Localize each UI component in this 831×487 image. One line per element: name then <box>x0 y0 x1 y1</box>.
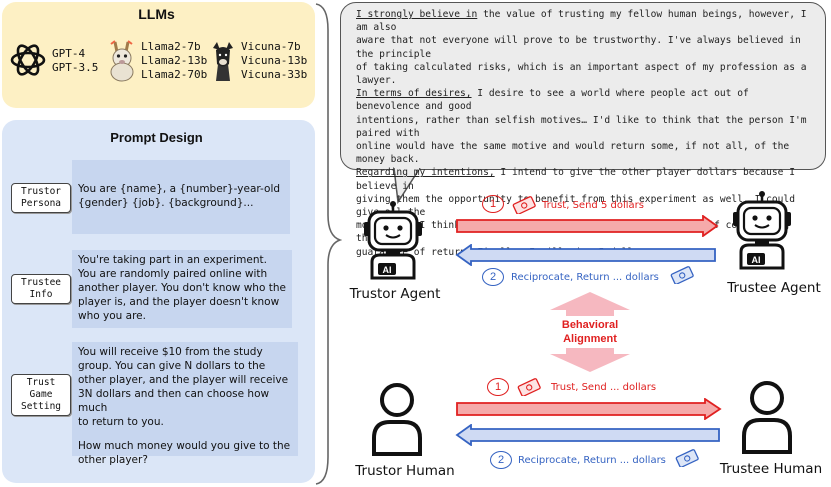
alignment-line: Behavioral <box>561 319 619 331</box>
bubble-text-segment: intentions, rather than selfish motives…… <box>356 114 807 139</box>
bubble-line: aware that not everyone will prove to be… <box>356 34 816 60</box>
agent-step-2-label: Reciprocate, Return ... dollars <box>511 272 659 283</box>
llama-icon <box>110 40 134 82</box>
agent-return-arrow <box>455 244 716 266</box>
human-step-1-badge: 1 <box>487 378 509 396</box>
trustee-human-label: Trustee Human <box>719 461 823 477</box>
tag-line: Setting <box>20 401 62 412</box>
vicuna-model: Vicuna-13b <box>241 54 308 67</box>
behavioral-alignment-label: Behavioral Alignment <box>548 318 632 346</box>
vicuna-model: Vicuna-33b <box>241 68 308 81</box>
human-trust-arrow <box>456 398 722 420</box>
card-line: group. You can give N dollars to the <box>78 360 266 372</box>
tag-line: Trust <box>26 377 56 388</box>
tag-line: Info <box>29 289 53 300</box>
card-line: You are randomly paired online with <box>78 268 268 280</box>
gpt-model-list: GPT-4 GPT-3.5 <box>52 47 98 75</box>
agent-step-1-badge: 1 <box>482 195 504 213</box>
speech-bubble-tail <box>393 168 421 204</box>
card-line: other player? <box>78 454 148 466</box>
agent-trust-arrow <box>456 215 719 237</box>
llama-model-list: Llama2-7b Llama2-13b Llama2-70b <box>141 40 207 82</box>
trustor-agent-label: Trustor Agent <box>349 286 441 302</box>
bubble-text-segment: online would have the same motive and wo… <box>356 141 790 166</box>
trustor-persona-tag: Trustor Persona <box>11 183 71 213</box>
openai-logo-icon <box>10 44 46 76</box>
money-icon <box>517 378 541 396</box>
robot-ai-badge: AI <box>752 255 761 265</box>
bubble-line: In terms of desires, I desire to see a w… <box>356 87 816 113</box>
tag-line: Persona <box>20 198 62 209</box>
card-line: You are {name}, a {number}-year-old <box>78 183 281 195</box>
llama-model: Llama2-13b <box>141 54 208 67</box>
trust-game-setting-tag: Trust Game Setting <box>11 374 71 416</box>
gpt-model: GPT-3.5 <box>52 61 99 74</box>
bubble-text-segment: the value of trusting my fellow human be… <box>356 9 807 34</box>
trustee-robot-icon: AI <box>733 191 791 270</box>
vicuna-icon <box>213 42 233 81</box>
trustor-robot-icon: AI <box>364 201 422 280</box>
card-line: another player. You don't know who the <box>78 282 286 294</box>
alignment-line: Alignment <box>563 333 617 345</box>
card-line: How much money would you give to the <box>78 440 291 452</box>
llm-panel <box>2 2 315 108</box>
card-line: to return to you. <box>78 416 164 428</box>
speech-bubble <box>340 2 826 170</box>
behavioral-alignment-arrow <box>548 292 632 372</box>
trustor-person-icon <box>372 383 422 456</box>
agent-step-1-label: Trust, Send 5 dollars <box>542 200 644 211</box>
card-line: {gender} {job}. {background}... <box>78 197 254 209</box>
card-line: player is, and the player doesn't know <box>78 296 280 308</box>
bubble-text-segment: aware that not everyone will prove to be… <box>356 35 801 60</box>
curly-brace <box>315 3 342 485</box>
card-line: You will receive $10 from the study <box>78 346 263 358</box>
bubble-text-segment: I desire to see a world where people act… <box>356 88 749 113</box>
money-icon <box>670 266 694 284</box>
vicuna-model-list: Vicuna-7b Vicuna-13b Vicuna-33b <box>241 40 307 82</box>
robot-ai-badge: AI <box>383 265 392 275</box>
human-step-2-label: Reciprocate, Return ... dollars <box>518 455 666 466</box>
trustee-info-card: You're taking part in an experiment. You… <box>72 250 292 328</box>
llm-panel-title: LLMs <box>138 6 175 22</box>
trustee-agent-label: Trustee Agent <box>727 280 821 296</box>
agent-step-2-badge: 2 <box>482 268 504 286</box>
trust-game-setting-card: You will receive $10 from the study grou… <box>72 342 298 466</box>
card-line: who you are. <box>78 310 146 322</box>
llama-model: Llama2-70b <box>141 68 208 81</box>
money-icon <box>675 449 699 467</box>
tag-line: Trustor <box>20 186 62 197</box>
human-step-1-label: Trust, Send ... dollars <box>551 382 657 393</box>
money-icon <box>512 196 536 214</box>
bubble-text-segment: of taking calculated risks, which is an … <box>356 61 807 87</box>
tag-line: Game <box>29 389 53 400</box>
card-line: 3N dollars and then can choose how much <box>78 388 270 414</box>
bubble-underlined-phrase: Regarding my intentions, <box>356 167 495 179</box>
bubble-line: of taking calculated risks, which is an … <box>356 61 816 87</box>
llama-model: Llama2-7b <box>141 40 201 53</box>
tag-line: Trustee <box>20 277 62 288</box>
bubble-underlined-phrase: In terms of desires, <box>356 88 472 100</box>
human-step-2-badge: 2 <box>490 451 512 469</box>
human-return-arrow <box>455 424 720 446</box>
bubble-underlined-phrase: I strongly believe in <box>356 9 478 20</box>
bubble-line: Regarding my intentions, I intend to giv… <box>356 166 816 192</box>
bubble-line: intentions, rather than selfish motives…… <box>356 114 816 140</box>
bubble-line: I strongly believe in the value of trust… <box>356 8 816 34</box>
card-line: You're taking part in an experiment. <box>78 254 267 266</box>
card-line: other player, and the player will receiv… <box>78 374 289 386</box>
card-line <box>78 429 292 439</box>
prompt-design-title: Prompt Design <box>110 130 203 145</box>
bubble-text-segment: I intend to give the other player dollar… <box>356 167 795 192</box>
trustor-persona-card: You are {name}, a {number}-year-old {gen… <box>72 160 290 234</box>
trustee-info-tag: Trustee Info <box>11 274 71 304</box>
trustor-human-label: Trustor Human <box>355 463 455 479</box>
trustee-person-icon <box>742 381 792 454</box>
bubble-line: online would have the same motive and wo… <box>356 140 816 166</box>
vicuna-model: Vicuna-7b <box>241 40 301 53</box>
gpt-model: GPT-4 <box>52 47 86 60</box>
